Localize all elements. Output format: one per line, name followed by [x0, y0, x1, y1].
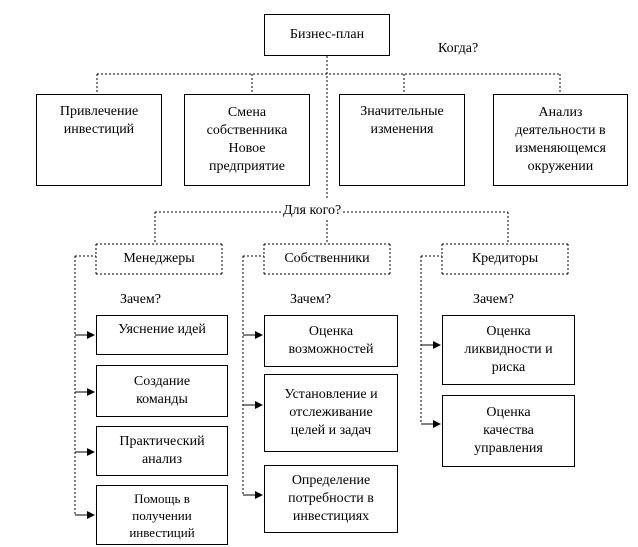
owners-item-goals: Установление и отслеживание целей и зада…	[264, 374, 398, 452]
managers-item-ideas: Уяснение идей	[96, 315, 228, 355]
owners-why: Зачем?	[290, 292, 331, 308]
when-item-major-changes: Значительные изменения	[339, 94, 465, 186]
for-whom-question: Для кого?	[283, 203, 342, 219]
group-creditors-header: Кредиторы	[446, 248, 564, 270]
creditors-item-management-quality: Оценка качества управления	[442, 395, 575, 467]
group-managers-header: Менеджеры	[100, 248, 218, 270]
when-item-owner-change: Смена собственника Новое предприятие	[184, 94, 310, 186]
managers-item-investment-help: Помощь в получении инвестиций	[96, 485, 228, 545]
managers-item-practical-analysis: Практический анализ	[96, 426, 228, 476]
when-item-investment: Привлечение инвестиций	[36, 94, 162, 186]
creditors-item-liquidity: Оценка ликвидности и риска	[442, 315, 575, 385]
creditors-why: Зачем?	[473, 292, 514, 308]
owners-item-investment-needs: Определение потребности в инвестициях	[264, 465, 398, 533]
when-question: Когда?	[438, 41, 479, 57]
managers-item-team: Создание команды	[96, 365, 228, 417]
group-owners-header: Собственники	[268, 248, 386, 270]
when-item-analysis: Анализ деятельности в изменяющемся окруж…	[493, 94, 628, 186]
managers-why: Зачем?	[120, 292, 161, 308]
owners-item-opportunities: Оценка возможностей	[264, 315, 398, 367]
business-plan-box: Бизнес-план	[264, 14, 390, 56]
